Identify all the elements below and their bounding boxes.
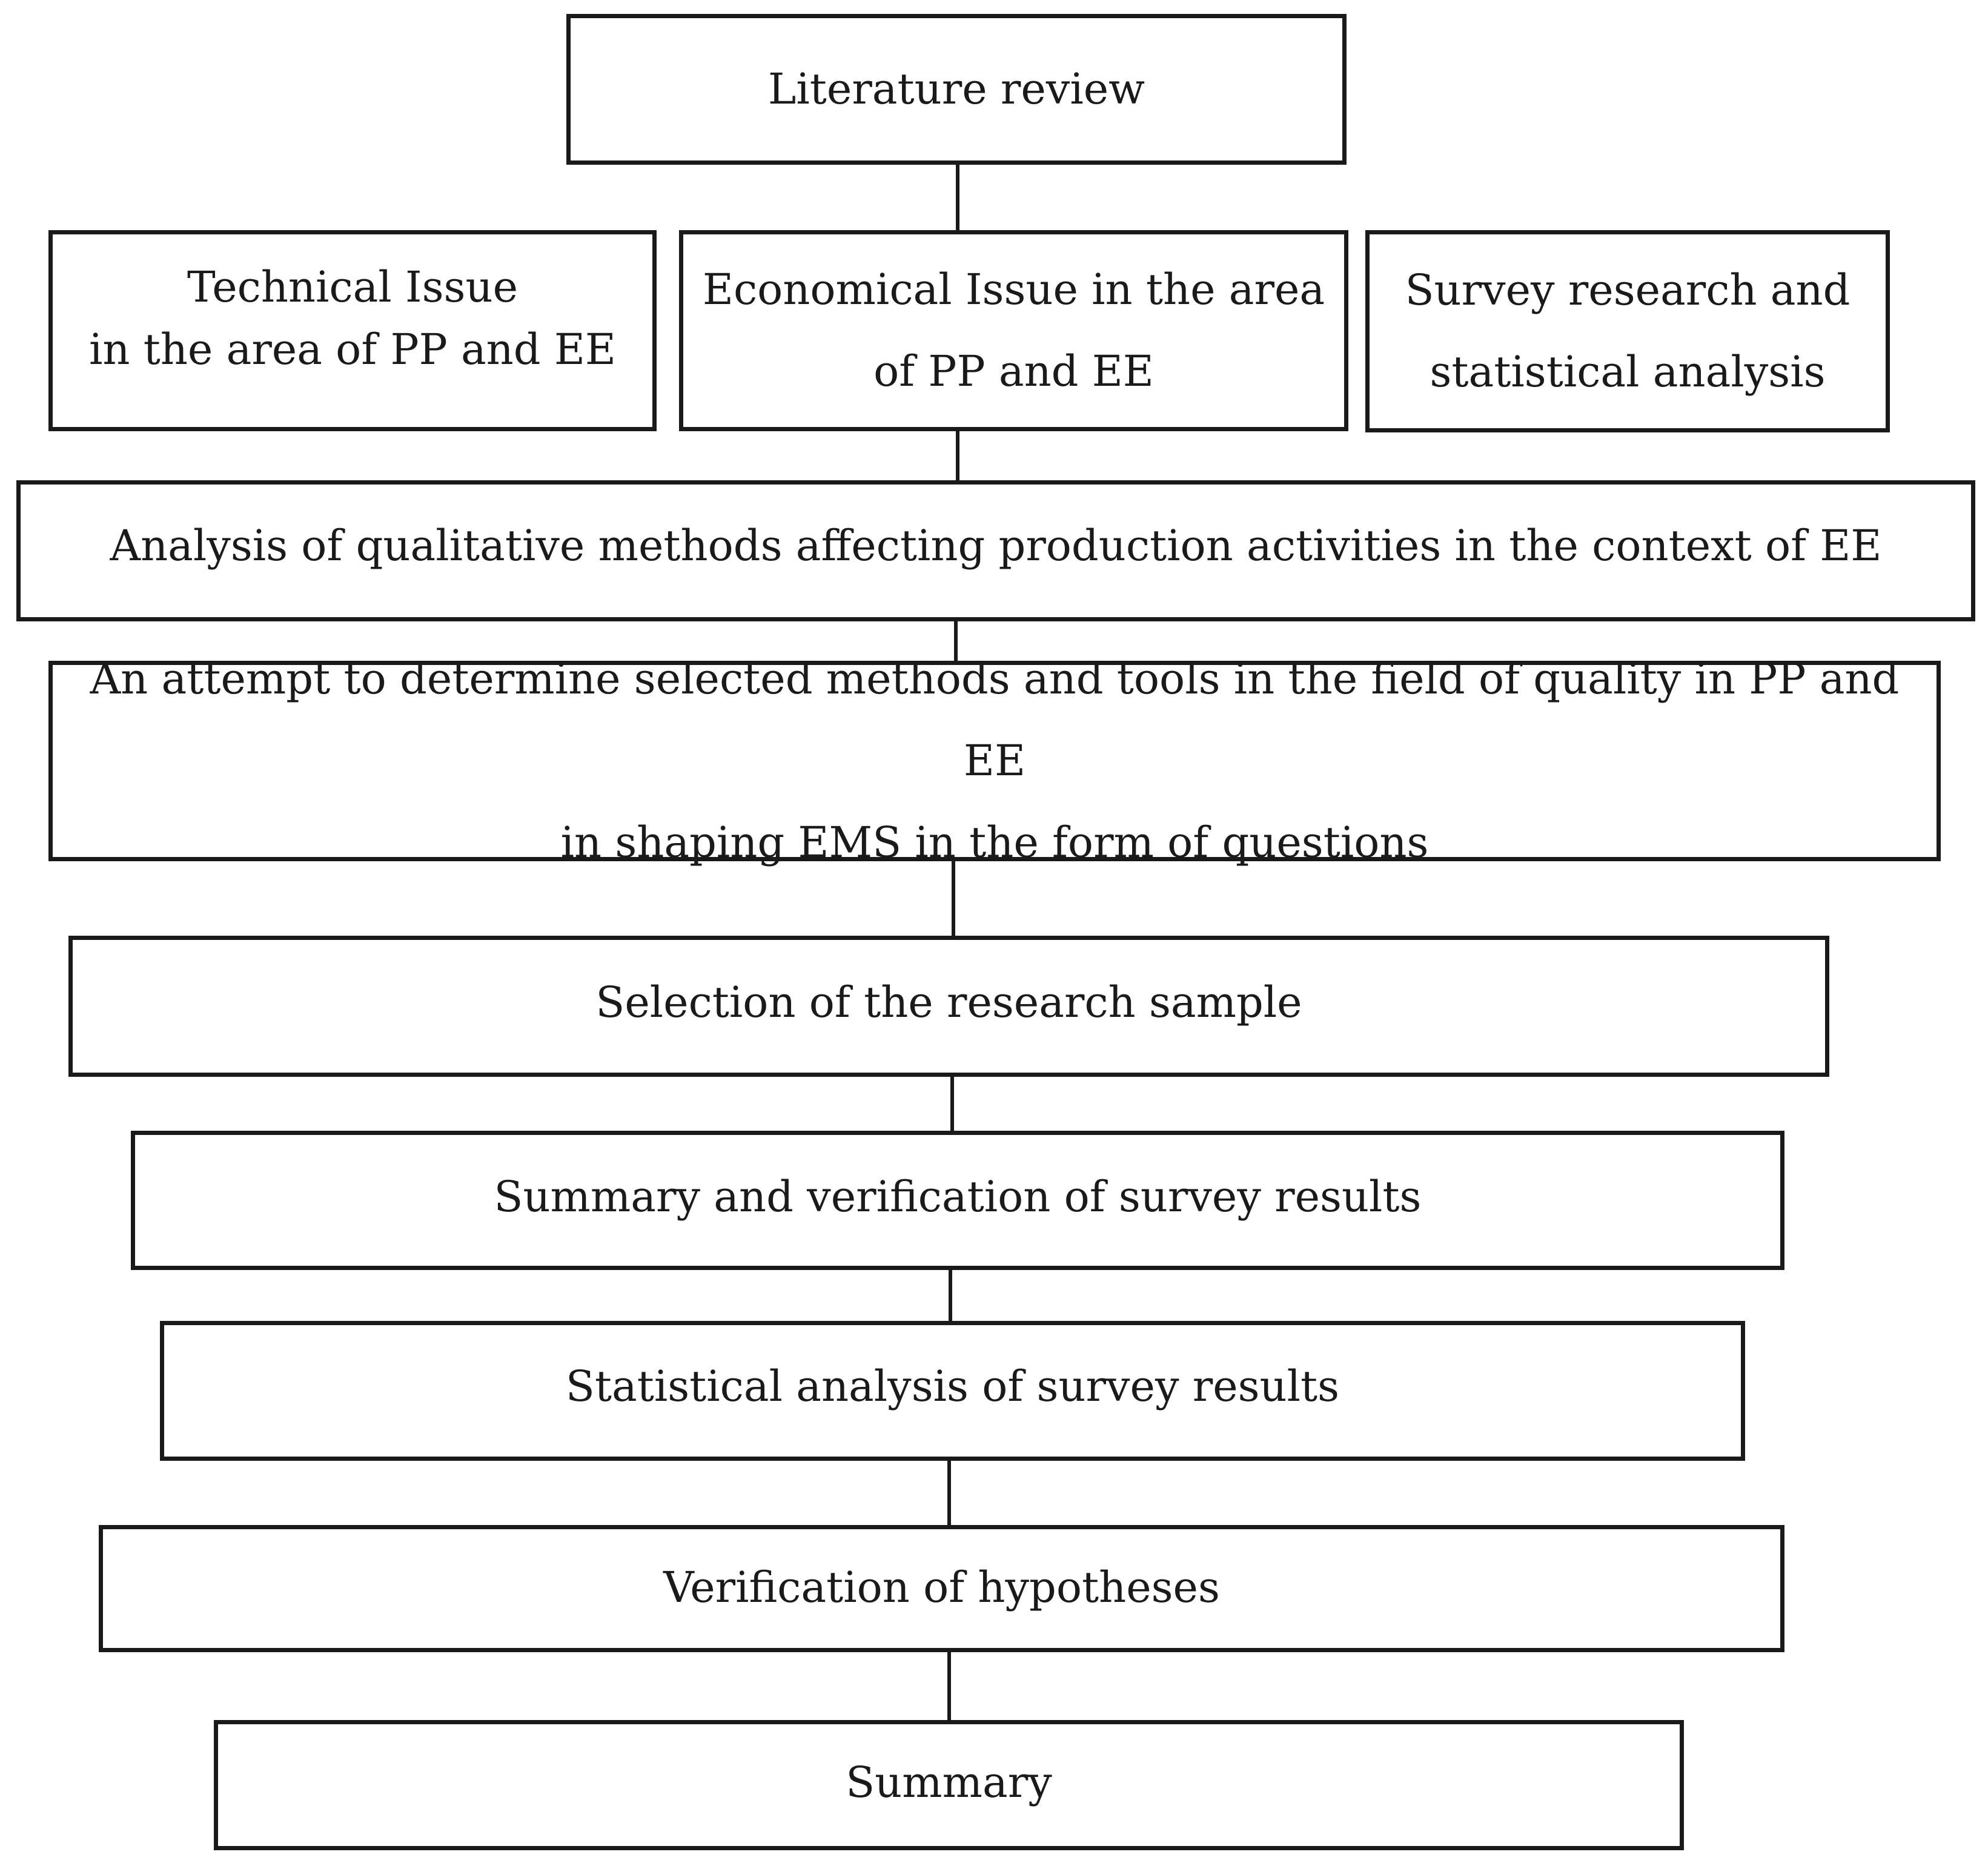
analysis-qualitative-label: Analysis of qualitative methods affectin… xyxy=(110,515,1882,577)
attempt-determine-label: An attempt to determine selected methods… xyxy=(53,638,1937,884)
technical-issue-label: Technical Issue in the area of PP and EE xyxy=(89,256,616,381)
literature-review-box: Literature review xyxy=(566,14,1347,165)
connector-selection-to-summary-verification xyxy=(950,1077,954,1135)
connector-statistical-to-verification-hypotheses xyxy=(947,1461,951,1527)
verification-hypotheses-line-1: Verification of hypotheses xyxy=(663,1562,1220,1612)
technical-issue-box: Technical Issue in the area of PP and EE xyxy=(48,230,657,431)
survey-research-label: Survey research and statistical analysis xyxy=(1405,250,1850,413)
summary-verification-label: Summary and verification of survey resul… xyxy=(494,1166,1422,1228)
connector-literature-to-economical xyxy=(956,165,959,230)
analysis-qualitative-line-1: Analysis of qualitative methods affectin… xyxy=(110,521,1882,571)
connector-attempt-to-selection xyxy=(952,861,955,939)
statistical-analysis-box: Statistical analysis of survey results xyxy=(160,1321,1745,1461)
survey-research-line-2: statistical analysis xyxy=(1430,347,1826,397)
connector-economical-to-analysis xyxy=(956,431,959,485)
economical-issue-label: Economical Issue in the area of PP and E… xyxy=(703,249,1325,412)
summary-label: Summary xyxy=(846,1752,1052,1814)
attempt-determine-line-1: An attempt to determine selected methods… xyxy=(90,654,1900,786)
attempt-determine-line-2: in shaping EMS in the form of questions xyxy=(560,818,1429,867)
survey-research-box: Survey research and statistical analysis xyxy=(1365,230,1890,432)
economical-issue-line-2: of PP and EE xyxy=(873,346,1154,396)
analysis-qualitative-box: Analysis of qualitative methods affectin… xyxy=(16,480,1975,621)
economical-issue-line-1: Economical Issue in the area xyxy=(702,265,1325,314)
summary-verification-line-1: Summary and verification of survey resul… xyxy=(494,1171,1422,1222)
survey-research-line-1: Survey research and xyxy=(1405,265,1850,315)
verification-hypotheses-box: Verification of hypotheses xyxy=(99,1525,1784,1652)
technical-issue-line-2: in the area of PP and EE xyxy=(88,325,617,374)
economical-issue-box: Economical Issue in the area of PP and E… xyxy=(679,230,1348,431)
statistical-analysis-line-1: Statistical analysis of survey results xyxy=(565,1361,1340,1411)
attempt-determine-box: An attempt to determine selected methods… xyxy=(48,654,1941,867)
selection-sample-line-1: Selection of the research sample xyxy=(595,978,1302,1027)
statistical-analysis-label: Statistical analysis of survey results xyxy=(566,1355,1339,1418)
selection-sample-box: Selection of the research sample xyxy=(68,936,1829,1077)
summary-verification-box: Summary and verification of survey resul… xyxy=(131,1131,1784,1270)
summary-line-1: Summary xyxy=(846,1758,1052,1807)
literature-review-line-1: Literature review xyxy=(767,64,1145,114)
technical-issue-line-1: Technical Issue xyxy=(187,262,518,312)
connector-summary-verification-to-statistical xyxy=(949,1270,952,1323)
verification-hypotheses-label: Verification of hypotheses xyxy=(663,1556,1220,1619)
connector-analysis-to-attempt xyxy=(954,621,958,663)
literature-review-label: Literature review xyxy=(768,58,1145,121)
selection-sample-label: Selection of the research sample xyxy=(595,971,1302,1034)
connector-verification-hypotheses-to-summary xyxy=(947,1652,951,1720)
summary-box: Summary xyxy=(214,1720,1684,1850)
